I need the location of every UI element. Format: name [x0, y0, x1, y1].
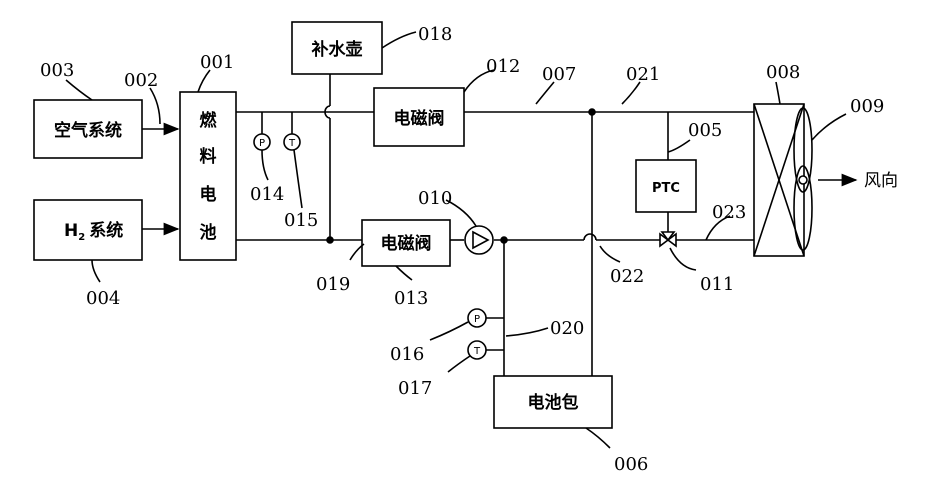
fuel-cell-char-3: 电 — [200, 184, 217, 205]
ref-018: 018 — [418, 24, 452, 45]
h2-system-label: H2系统 — [64, 220, 123, 243]
battery-pack-label: 电池包 — [528, 392, 579, 413]
solenoid-valve-013-label: 电磁阀 — [381, 233, 432, 254]
ref-005: 005 — [688, 120, 722, 141]
ref-020: 020 — [550, 318, 584, 339]
sensor-p-016: P — [474, 314, 480, 325]
ref-014: 014 — [250, 184, 284, 205]
ref-006: 006 — [614, 454, 648, 475]
sensor-p-014: P — [259, 138, 265, 149]
ptc-label: PTC — [652, 181, 680, 196]
sensor-t-015: T — [288, 138, 296, 149]
three-way-valve — [660, 232, 676, 246]
ref-008: 008 — [766, 62, 800, 83]
ref-003: 003 — [40, 60, 74, 81]
water-pot-label: 补水壶 — [311, 39, 363, 60]
sensor-t-017: T — [473, 346, 481, 357]
ref-001: 001 — [200, 52, 234, 73]
fuel-cell-char-1: 燃 — [200, 110, 218, 131]
fuel-cell-char-4: 池 — [200, 222, 217, 243]
h2-system-box — [34, 200, 142, 260]
ref-019: 019 — [316, 274, 350, 295]
ref-002: 002 — [124, 70, 158, 91]
ref-021: 021 — [626, 64, 660, 85]
ref-007: 007 — [542, 64, 576, 85]
ref-009: 009 — [850, 96, 884, 117]
ref-012: 012 — [486, 56, 520, 77]
ref-016: 016 — [390, 344, 424, 365]
ref-023: 023 — [712, 202, 746, 223]
ref-022: 022 — [610, 266, 644, 287]
ref-013: 013 — [394, 288, 428, 309]
ref-010: 010 — [418, 188, 452, 209]
fuel-cell-char-2: 料 — [200, 146, 217, 167]
solenoid-valve-012-label: 电磁阀 — [394, 108, 445, 129]
wind-direction-label: 风向 — [864, 171, 898, 191]
ref-017: 017 — [398, 378, 432, 399]
ref-004: 004 — [86, 288, 120, 309]
air-system-label: 空气系统 — [54, 120, 122, 141]
ref-011: 011 — [700, 274, 734, 295]
ref-015: 015 — [284, 210, 318, 231]
